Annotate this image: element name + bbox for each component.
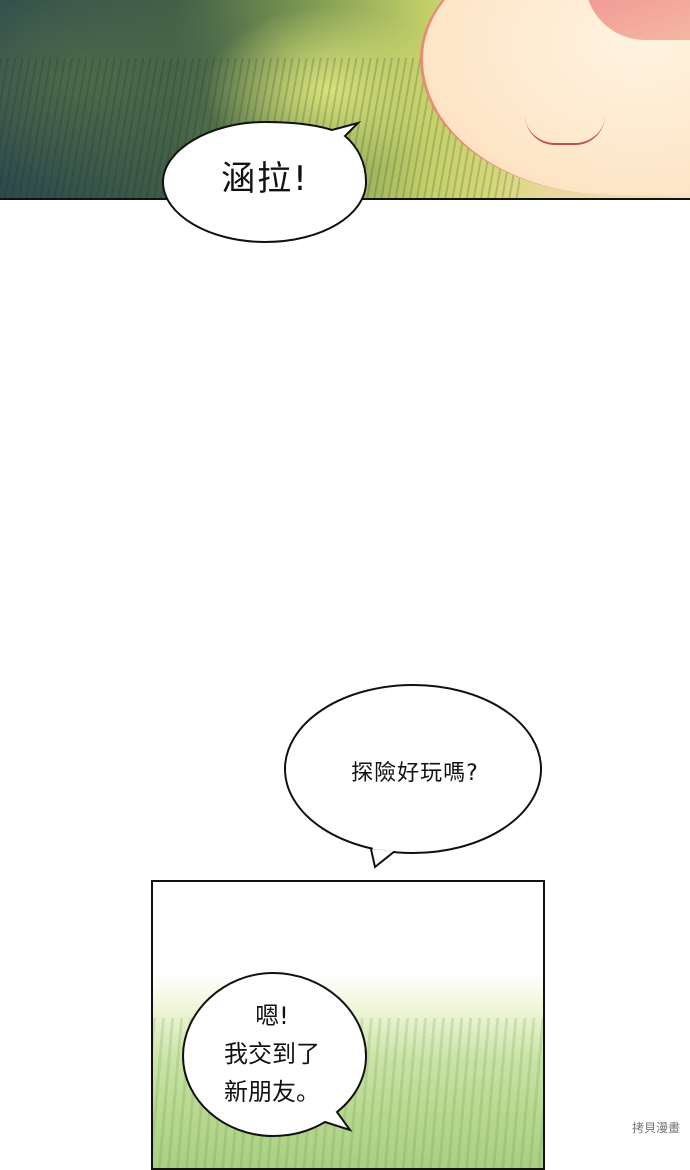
bubble-2-text: 探險好玩嗎? (351, 761, 479, 786)
bubble-3-text: 嗯! 我交到了 新朋友。 (224, 1002, 320, 1106)
speech-bubble-3 (181, 971, 368, 1138)
speech-bubble-1 (161, 120, 368, 244)
bubble-1-text: 涵拉! (221, 158, 309, 199)
speech-bubble-2 (284, 684, 542, 869)
character-smile (525, 115, 605, 145)
watermark: 拷貝漫畫 (631, 1121, 680, 1135)
